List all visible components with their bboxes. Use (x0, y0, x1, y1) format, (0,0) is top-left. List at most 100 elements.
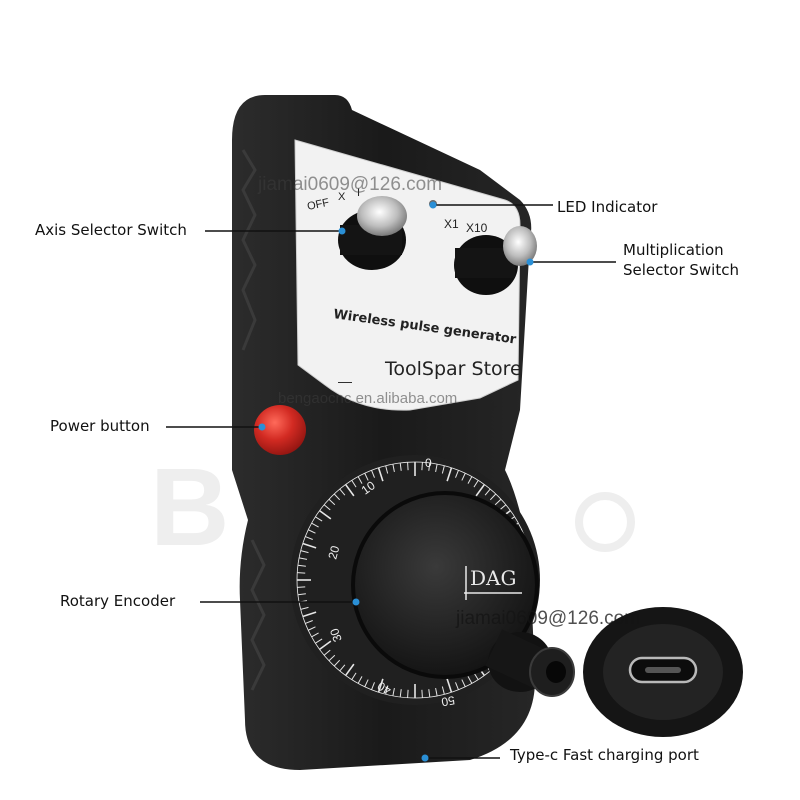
axis-selector-knob[interactable] (338, 196, 407, 270)
dial-tick (297, 593, 306, 596)
dial-tick (300, 550, 309, 554)
dial-tick (446, 467, 453, 482)
dial-tick (302, 611, 317, 618)
dial-tick (364, 679, 369, 687)
site-watermark: bengaocnc.en.alibaba.com (278, 390, 458, 407)
faint-brand-watermark: B (150, 446, 229, 569)
dial-number: 0 (425, 456, 432, 470)
dial-tick (319, 640, 332, 651)
dial-tick (305, 620, 313, 624)
dial-tick (308, 626, 316, 631)
pointer-dot (526, 258, 534, 266)
dial-tick (392, 687, 395, 697)
dial-tick (461, 473, 466, 481)
rotary-encoder-wheel[interactable] (351, 491, 539, 679)
minus-mark: — (338, 373, 352, 389)
dial-tick (297, 564, 306, 567)
dial-tick (489, 493, 497, 501)
dial-tick (328, 654, 336, 662)
dial-tick (407, 462, 409, 471)
dial-tick (344, 484, 355, 497)
dial-tick (323, 504, 331, 511)
dial-tick (305, 536, 313, 540)
dial-number: 30 (327, 626, 345, 644)
dial-tick (385, 465, 389, 474)
dial-tick (351, 480, 357, 488)
dial-tick (377, 678, 384, 693)
dial-tick (473, 480, 479, 488)
multiplication-selector-knob[interactable] (454, 226, 537, 295)
dial-tick (364, 473, 369, 481)
dial-tick (407, 689, 409, 698)
grip-ridge (250, 539, 266, 691)
brand-logo: DAG (470, 566, 516, 590)
pointer-dot (258, 423, 266, 431)
dial-tick (311, 522, 319, 528)
dial-tick (385, 686, 389, 695)
dial-tick (461, 679, 466, 687)
dial-tick (371, 682, 375, 690)
pointer-dot (352, 598, 360, 606)
typec-port-inset (583, 607, 743, 737)
dial-tick (308, 529, 316, 534)
dial-tick (441, 686, 445, 695)
dial-number: 20 (325, 544, 342, 561)
dial-tick (467, 476, 473, 484)
dial-tick (499, 504, 507, 511)
axis-mark: I (357, 187, 360, 199)
email-watermark: jiamai0609@126.com (258, 174, 443, 195)
dial-tick (328, 498, 336, 506)
crank-handle[interactable] (485, 629, 575, 697)
callout-led-indicator: LED Indicator (557, 198, 658, 216)
dial-tick (339, 664, 346, 672)
axis-mark: X (338, 191, 346, 203)
dial-tick (357, 476, 363, 484)
pointer-dot (338, 227, 346, 235)
dial-tick (319, 509, 332, 520)
dial-tick (357, 676, 363, 684)
dial-tick (297, 586, 306, 588)
dial-tick (441, 465, 445, 474)
dial-tick (377, 467, 384, 482)
dial-tick (333, 493, 341, 501)
callout-rotary-encoder: Rotary Encoder (60, 592, 176, 610)
callout-axis-selector: Axis Selector Switch (35, 221, 187, 239)
dial-tick (297, 572, 306, 574)
dial-tick (428, 689, 431, 698)
dial-tick (435, 463, 438, 473)
dial-tick (446, 678, 453, 693)
callout-multiplication-selector: Multiplication Selector Switch (623, 241, 739, 279)
dial-tick (371, 470, 375, 478)
dial-tick (315, 638, 323, 644)
dial-tick (323, 649, 331, 656)
dial-tick (455, 682, 459, 690)
dial-tick (333, 659, 341, 667)
store-watermark: ToolSpar Store (385, 358, 522, 380)
dial-tick (339, 488, 346, 496)
dial-tick (315, 516, 323, 522)
dial-tick (399, 689, 402, 698)
axis-mark: OFF (306, 197, 330, 213)
pointer-dot (421, 754, 429, 762)
dial-tick (484, 488, 491, 496)
grip-ridge (241, 149, 257, 351)
callout-power-button: Power button (50, 417, 150, 435)
dial-tick (399, 462, 402, 471)
dial-tick (351, 672, 357, 680)
dial-tick (392, 463, 395, 473)
mult-mark: X10 (466, 221, 488, 235)
pointer-dot (429, 201, 437, 209)
callout-typec-port: Type-c Fast charging port (510, 746, 699, 764)
faint-gear-watermark (575, 492, 635, 552)
dial-tick (435, 687, 438, 697)
email-watermark: jiamai0609@126.com (456, 608, 641, 629)
dial-number: 50 (440, 693, 456, 709)
power-button[interactable] (254, 405, 306, 455)
dial-tick (428, 462, 431, 471)
dial-tick (467, 676, 473, 684)
dial-tick (344, 663, 355, 676)
dial-tick (455, 470, 459, 478)
dial-tick (494, 498, 502, 506)
dial-tick (311, 632, 319, 638)
